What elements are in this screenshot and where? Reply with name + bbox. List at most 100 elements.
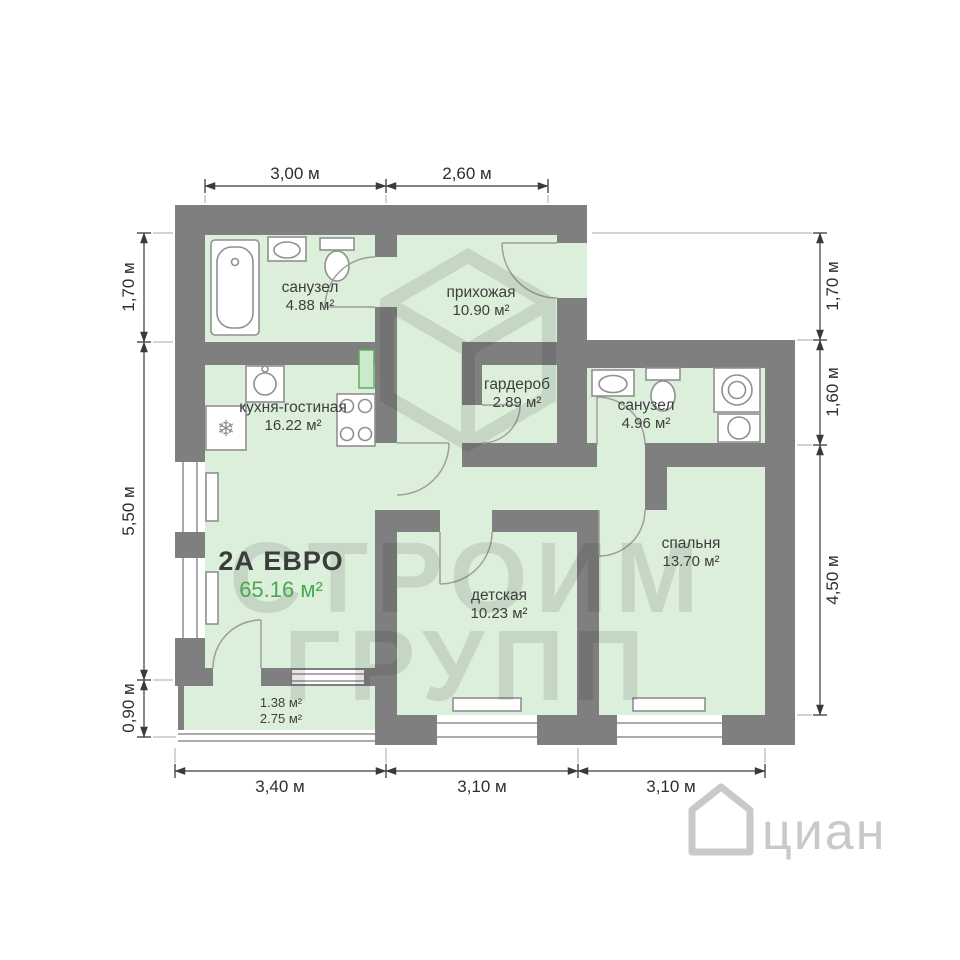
dimension-label-bottom-2: 3,10 м bbox=[457, 777, 507, 796]
windows bbox=[175, 462, 722, 745]
watermark: СТРОИМ ГРУПП bbox=[229, 247, 699, 722]
wall-segment bbox=[765, 340, 795, 745]
watermark-hexagon-logo bbox=[380, 247, 556, 453]
room-label-hallway: прихожая bbox=[446, 284, 515, 301]
balcony-wall-thin bbox=[178, 686, 184, 730]
sink-bowl bbox=[273, 241, 301, 259]
floor-patch-entry bbox=[557, 243, 587, 298]
radiator-icon bbox=[632, 697, 706, 712]
toilet-bowl-icon bbox=[324, 250, 350, 282]
window-balcony-band bbox=[178, 730, 375, 745]
wall-segment bbox=[397, 510, 440, 532]
wall-segment bbox=[375, 307, 397, 365]
room-label-bathroom-right: санузел bbox=[618, 397, 675, 414]
wall-segment bbox=[375, 510, 397, 715]
door-arc-wardrobe bbox=[481, 404, 521, 444]
door-arc-entry bbox=[501, 242, 558, 299]
toilet-tank-icon bbox=[645, 367, 681, 381]
wall-segment bbox=[557, 298, 587, 340]
cian-house-icon bbox=[688, 783, 754, 856]
radiator-icon bbox=[205, 571, 219, 625]
balcony-area-reduced: 1.38 м² bbox=[260, 695, 303, 710]
brand-watermark: циан bbox=[688, 783, 884, 861]
room-floor-hall-strip bbox=[397, 342, 462, 465]
door-arc-bathroom-right bbox=[596, 396, 646, 446]
window-left-2 bbox=[175, 558, 205, 638]
watermark-hexagon-edge bbox=[383, 296, 472, 357]
sink-bowl bbox=[598, 374, 628, 394]
room-area-kitchen-living: 16.22 м² bbox=[264, 417, 321, 434]
door-arc-children bbox=[439, 531, 493, 585]
dimension-label-left-1: 1,70 м bbox=[119, 262, 138, 312]
wall-segment bbox=[645, 443, 795, 467]
room-area-children: 10.23 м² bbox=[470, 605, 527, 622]
wall-segment bbox=[205, 668, 213, 686]
wall-segment bbox=[557, 340, 795, 368]
dimension-lines: 3,00 м 2,60 м 1,70 м 5,50 м 0,90 м 1,70 … bbox=[119, 164, 842, 796]
window-bedroom bbox=[617, 715, 722, 745]
room-floor-children bbox=[397, 532, 577, 715]
bathtub-drain bbox=[230, 257, 240, 267]
dimension-label-left-3: 0,90 м bbox=[119, 683, 138, 733]
door-arc-bedroom bbox=[598, 509, 646, 557]
radiator-icon bbox=[205, 472, 219, 522]
dimension-label-top-1: 3,00 м bbox=[270, 164, 320, 183]
room-label-bathroom-top: санузел bbox=[282, 279, 339, 296]
dimension-label-top-2: 2,60 м bbox=[442, 164, 492, 183]
boiler-icon bbox=[358, 349, 375, 389]
room-label-kitchen-living: кухня-гостиная bbox=[239, 399, 347, 416]
floor-patch-balcony-door bbox=[213, 668, 261, 686]
room-floor-bedroom bbox=[599, 467, 765, 715]
washer-drum-inner bbox=[727, 380, 747, 400]
stove-burner bbox=[357, 398, 373, 414]
room-area-bathroom-right: 4.96 м² bbox=[622, 415, 671, 432]
window-left-1 bbox=[175, 462, 205, 532]
dimension-label-right-1: 1,70 м bbox=[823, 261, 842, 311]
wall-segment bbox=[375, 365, 397, 443]
dimension-label-left-2: 5,50 м bbox=[119, 486, 138, 536]
radiator-icon bbox=[452, 697, 522, 712]
room-area-hallway: 10.90 м² bbox=[452, 302, 509, 319]
stove-burner bbox=[339, 426, 355, 442]
wall-segment bbox=[492, 510, 599, 532]
fixtures: ❄ bbox=[205, 236, 761, 712]
wall-segment bbox=[557, 368, 587, 467]
dimension-label-bottom-1: 3,40 м bbox=[255, 777, 305, 796]
room-labels: санузел 4.88 м² прихожая 10.90 м² гардер… bbox=[218, 279, 720, 726]
fridge-icon bbox=[205, 405, 247, 451]
doors bbox=[212, 242, 646, 669]
snowflake-icon: ❄ bbox=[217, 416, 235, 441]
apartment-type-label: 2А ЕВРО bbox=[218, 546, 343, 576]
wall-segment bbox=[557, 235, 587, 243]
room-area-bathroom-top: 4.88 м² bbox=[286, 297, 335, 314]
dimension-label-right-2: 1,60 м bbox=[823, 367, 842, 417]
bathtub-inner bbox=[216, 246, 254, 329]
watermark-text-line2: ГРУПП bbox=[284, 610, 652, 722]
toilet-bowl-icon bbox=[650, 380, 676, 412]
floor-patch-kitchen-opening bbox=[375, 443, 397, 510]
watermark-hexagon-edge bbox=[464, 296, 553, 357]
balcony-area-full: 2.75 м² bbox=[260, 711, 303, 726]
door-arc-bathroom-top bbox=[324, 256, 376, 308]
room-floor-hallway bbox=[397, 235, 557, 342]
room-floor-balcony bbox=[184, 686, 375, 730]
door-arc-kitchen bbox=[396, 442, 450, 496]
room-label-wardrobe: гардероб bbox=[484, 376, 550, 393]
window-children bbox=[437, 715, 537, 745]
floor-patch-children-door bbox=[440, 510, 492, 532]
stove-burner bbox=[339, 398, 355, 414]
wall-segment bbox=[645, 467, 667, 510]
room-label-bedroom: спальня bbox=[662, 535, 721, 552]
floor-patch-bathroom-top-door bbox=[375, 257, 397, 307]
dimension-label-right-3: 4,50 м bbox=[823, 555, 842, 605]
stove-burner bbox=[357, 426, 373, 442]
wall-segment bbox=[175, 205, 587, 235]
apartment-total-area: 65.16 м² bbox=[239, 577, 323, 602]
room-area-wardrobe: 2.89 м² bbox=[493, 394, 542, 411]
door-arc-balcony bbox=[212, 619, 262, 669]
wall-segment bbox=[462, 342, 557, 365]
kitchen-faucet bbox=[261, 365, 269, 373]
wall-segment bbox=[577, 510, 599, 715]
wall-segment bbox=[375, 235, 397, 257]
